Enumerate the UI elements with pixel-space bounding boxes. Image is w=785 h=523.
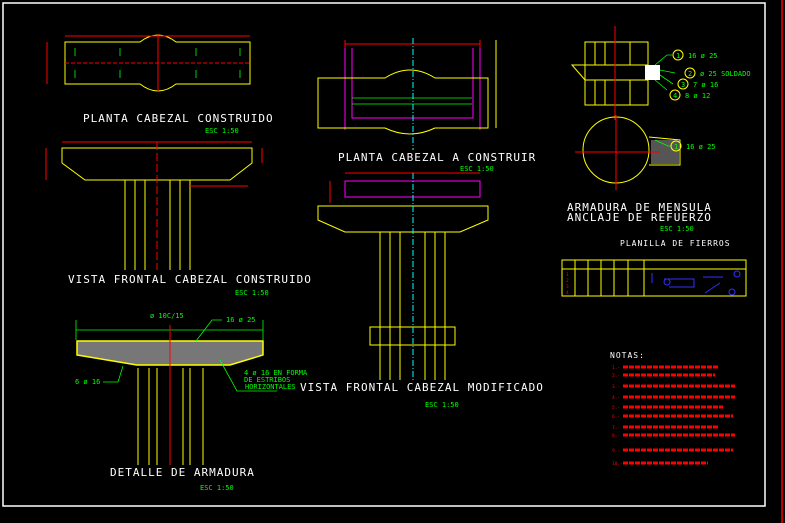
planta-construir-scale: ESC 1:50	[460, 165, 494, 173]
callout-2-text: ø 25 SOLDADO	[700, 70, 751, 78]
planilla-row-1: 1	[566, 272, 569, 278]
vista-construido-scale: ESC 1:50	[235, 289, 269, 297]
nota-2: 2.-	[612, 373, 620, 379]
nota-10: 10.-	[612, 461, 623, 467]
callout-3-number: 3	[681, 81, 685, 89]
detalle-scale: ESC 1:50	[200, 484, 234, 492]
mensula-callouts: 1 16 ø 25 2 ø 25 SOLDADO 3 7 ø 16 4 8 ø …	[669, 49, 751, 152]
detalle-horizontal-label-1: 4 ø 16 EN FORMA	[244, 369, 308, 377]
notas-title: NOTAS:	[610, 351, 645, 360]
callout-1-number: 1	[676, 52, 680, 60]
vista-construido-title: VISTA FRONTAL CABEZAL CONSTRUIDO	[68, 273, 312, 286]
callout-4-number: 4	[673, 92, 677, 100]
callout-lower-number: 1	[674, 143, 678, 151]
nota-1: 1.-	[612, 365, 620, 371]
callout-lower-text: 16 ø 25	[686, 143, 716, 151]
detalle-bottom-bars-label: 6 ø 16	[75, 378, 100, 386]
detalle-top-bars-label: 16 ø 25	[226, 316, 256, 324]
planta-cabezal-a-construir	[317, 38, 497, 150]
nota-4: 4.-	[612, 395, 620, 401]
mensula-title-1: ARMADURA DE MENSULA	[567, 201, 712, 214]
detalle-title: DETALLE DE ARMADURA	[110, 466, 255, 479]
mensula-title-2: ANCLAJE DE REFUERZO	[567, 211, 712, 224]
planta-construir-title: PLANTA CABEZAL A CONSTRUIR	[338, 151, 536, 164]
planilla-title: PLANILLA DE FIERROS	[620, 239, 731, 248]
detalle-horizontal-label-2: DE ESTRIBOS	[244, 376, 290, 384]
planilla-row-4: 4	[566, 290, 569, 296]
nota-3: 3.-	[612, 384, 620, 390]
planilla-row-3: 3	[566, 284, 569, 290]
planta-construido-scale: ESC 1:50	[205, 127, 239, 135]
nota-5: 5.-	[612, 405, 620, 411]
vista-modificado-title: VISTA FRONTAL CABEZAL MODIFICADO	[300, 381, 544, 394]
planilla-row-2: 2	[566, 278, 569, 284]
detalle-armadura	[75, 319, 277, 465]
vista-modificado-scale: ESC 1:50	[425, 401, 459, 409]
planta-construido-title: PLANTA CABEZAL CONSTRUIDO	[83, 112, 274, 125]
vista-frontal-construido	[45, 141, 263, 270]
mensula-anchor-plate	[645, 65, 660, 80]
callout-1-text: 16 ø 25	[688, 52, 718, 60]
armadura-mensula	[570, 26, 681, 190]
nota-7: 7.-	[612, 425, 620, 431]
notas-illegible-lines	[623, 365, 735, 465]
detalle-horizontal-label-3: HORIZONTALES	[245, 383, 296, 391]
vista-frontal-modificado	[317, 172, 489, 380]
planta-cabezal-construido	[46, 34, 251, 92]
sheet-border	[2, 2, 766, 507]
callout-3-text: 7 ø 16	[693, 81, 718, 89]
planilla-table	[561, 259, 747, 297]
callout-2-number: 2	[688, 70, 692, 78]
nota-8: 8.-	[612, 433, 620, 439]
detalle-stirrups-label: ø 10C/15	[150, 312, 184, 320]
nota-9: 9.-	[612, 448, 620, 454]
nota-6: 6.-	[612, 414, 620, 420]
callout-4-text: 8 ø 12	[685, 92, 710, 100]
notas-list: 1.- 2.- 3.- 4.- 5.- 6.- 7.- 8.- 9.- 10.-	[612, 365, 735, 467]
planilla-border	[561, 259, 747, 297]
mensula-scale: ESC 1:50	[660, 225, 694, 233]
